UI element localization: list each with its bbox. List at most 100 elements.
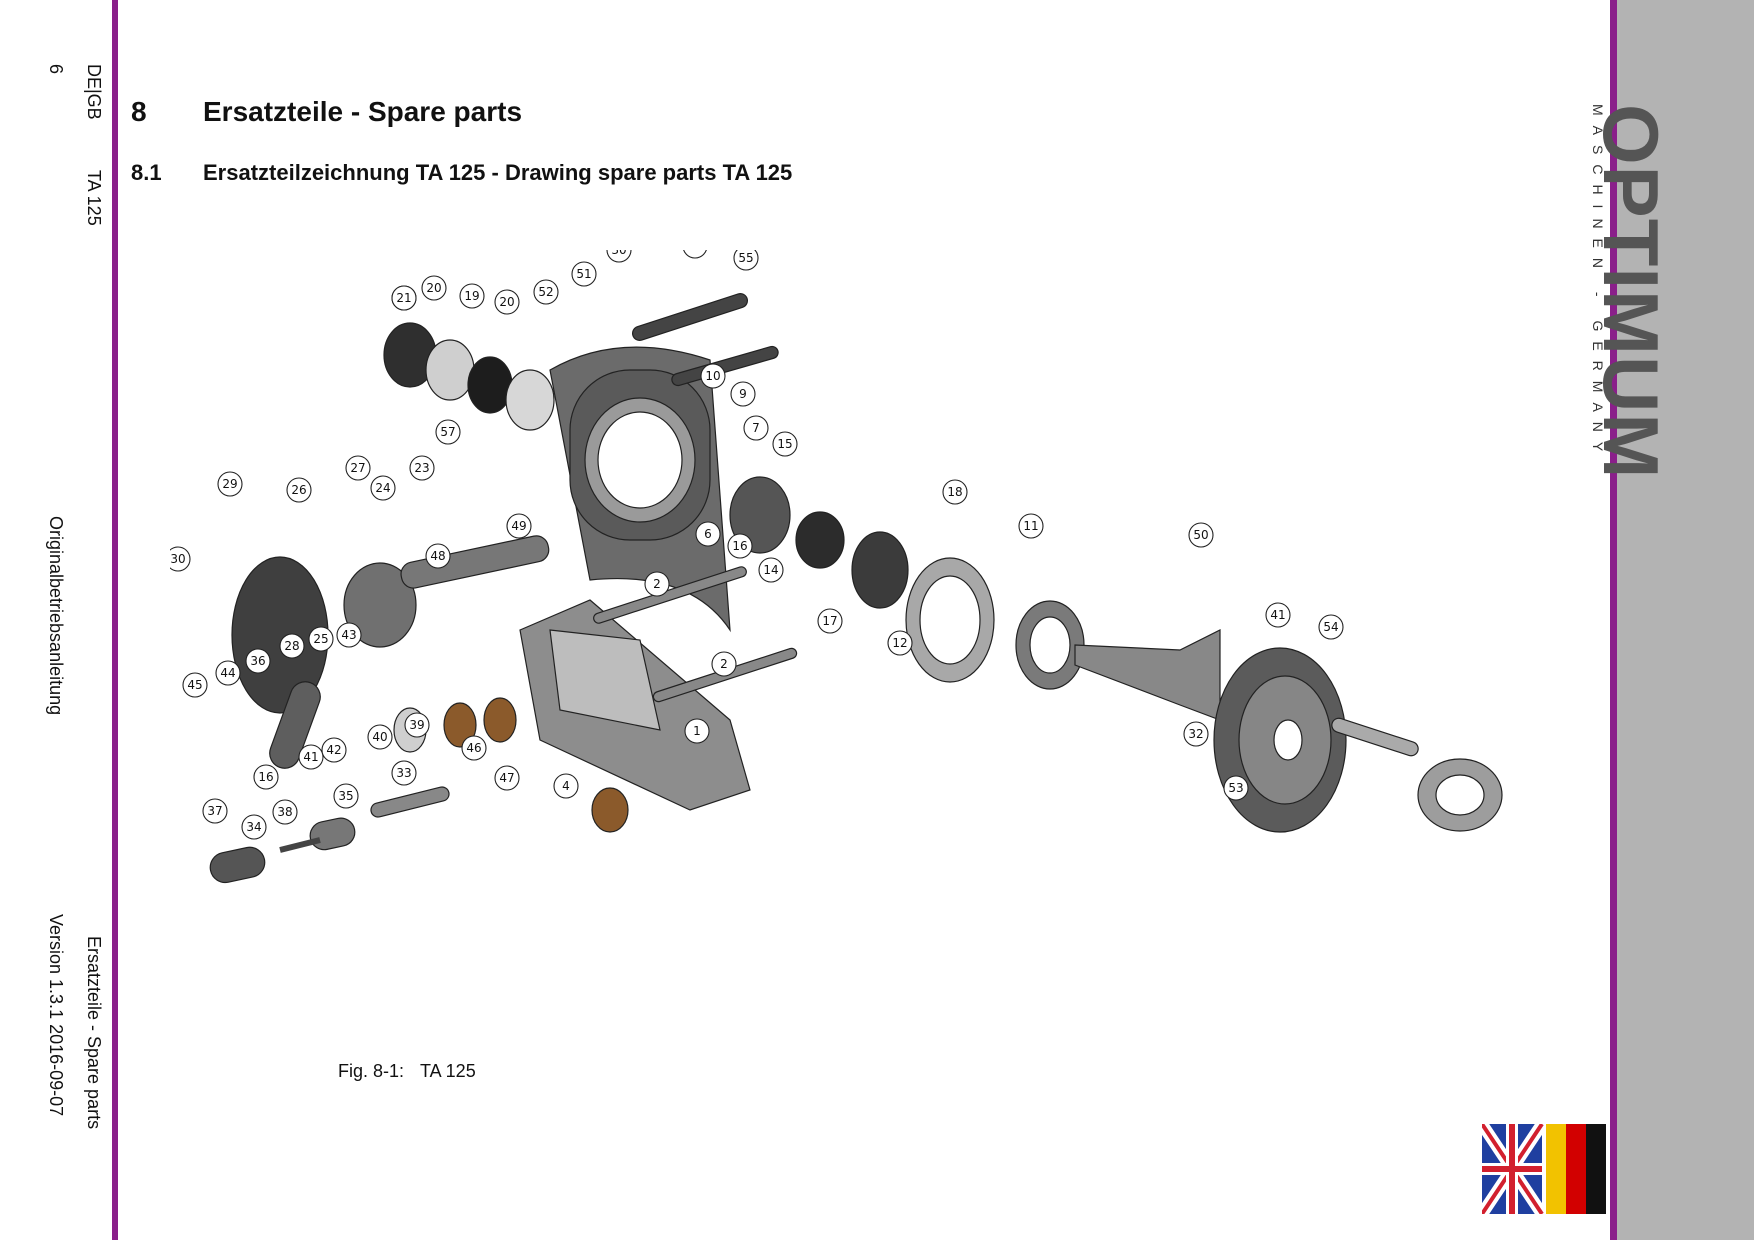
callout-label: 19	[464, 289, 479, 303]
callout-2: 2	[711, 651, 737, 677]
callout-10: 10	[700, 363, 726, 389]
callout-label: 37	[207, 804, 222, 818]
callout-39: 39	[404, 712, 430, 738]
callout-34: 34	[241, 814, 267, 840]
callout-50: 50	[1188, 522, 1214, 548]
callout-label: 54	[1323, 620, 1338, 634]
callout-38: 38	[272, 799, 298, 825]
callout-9: 9	[730, 381, 756, 407]
callout-label: 27	[350, 461, 365, 475]
callout-label: 41	[1270, 608, 1285, 622]
callout-label: 20	[426, 281, 441, 295]
callout-label: 10	[705, 369, 720, 383]
callout-label: 51	[576, 267, 591, 281]
callout-label: 9	[739, 387, 747, 401]
callout-6: 6	[695, 521, 721, 547]
figure-title: TA 125	[420, 1061, 476, 1081]
callout-label: 45	[187, 678, 202, 692]
callout-37: 37	[202, 798, 228, 824]
callout-41: 41	[1265, 602, 1291, 628]
callout-57: 57	[435, 419, 461, 445]
callout-25: 25	[308, 626, 334, 652]
callout-16: 16	[253, 764, 279, 790]
germany-flag-icon	[1546, 1124, 1606, 1214]
section-title-number: 8.1	[131, 160, 162, 185]
callout-40: 40	[367, 724, 393, 750]
callout-53: 53	[1223, 775, 1249, 801]
callout-label: 55	[738, 251, 753, 265]
section-name: Ersatzteile - Spare parts	[84, 936, 104, 1130]
callout-33: 33	[391, 760, 417, 786]
callout-32: 32	[1183, 721, 1209, 747]
callout-label: 29	[222, 477, 237, 491]
callout-label: 2	[720, 657, 728, 671]
callout-8: 8	[683, 250, 707, 259]
callout-4: 4	[553, 773, 579, 799]
callout-21: 21	[391, 285, 417, 311]
figure-label: Fig. 8-1:	[338, 1061, 405, 1081]
section-title-text: Ersatzteilzeichnung TA 125 - Drawing spa…	[203, 160, 793, 185]
callout-label: 46	[466, 741, 481, 755]
callout-48: 48	[425, 543, 451, 569]
callout-43: 43	[336, 622, 362, 648]
callout-label: 17	[822, 614, 837, 628]
brand-tagline: MASCHINEN - GERMANY	[1590, 104, 1606, 462]
callout-label: 18	[947, 485, 962, 499]
callout-45: 45	[182, 672, 208, 698]
callout-52: 52	[533, 279, 559, 305]
uk-flag-icon	[1482, 1124, 1547, 1214]
callout-label: 8	[691, 250, 699, 253]
callout-41: 41	[298, 744, 324, 770]
right-accent-rule	[1610, 0, 1617, 1240]
section-title: 8.1 Ersatzteilzeichnung TA 125 - Drawing …	[131, 160, 792, 186]
callout-label: 23	[414, 461, 429, 475]
callout-20: 20	[421, 275, 447, 301]
callout-44: 44	[215, 660, 241, 686]
page-title: 8 Ersatzteile - Spare parts	[131, 96, 522, 128]
callout-14: 14	[758, 557, 784, 583]
callout-label: 41	[303, 750, 318, 764]
callout-16: 16	[727, 533, 753, 559]
callout-label: 50	[1193, 528, 1208, 542]
callout-label: 30	[611, 250, 626, 257]
callout-label: 7	[752, 421, 760, 435]
brand-panel	[1616, 0, 1754, 1240]
callout-label: 16	[732, 539, 747, 553]
callout-24: 24	[370, 475, 396, 501]
page-title-text: Ersatzteile - Spare parts	[203, 96, 523, 127]
callout-55: 55	[733, 250, 759, 271]
callout-36: 36	[245, 648, 271, 674]
callout-12: 12	[887, 630, 913, 656]
callout-label: 49	[511, 519, 526, 533]
callout-label: 57	[440, 425, 455, 439]
callout-47: 47	[494, 765, 520, 791]
callout-label: 44	[220, 666, 235, 680]
callout-label: 21	[396, 291, 411, 305]
page-number: 6	[46, 64, 66, 75]
doc-type: Originalbetriebsanleitung	[46, 516, 66, 716]
callout-30: 30	[606, 250, 632, 263]
callout-2: 2	[644, 571, 670, 597]
callout-label: 30	[170, 552, 185, 566]
language-marker: DE|GB	[84, 64, 104, 120]
callout-15: 15	[772, 431, 798, 457]
version-date: Version 1.3.1 2016-09-07	[46, 914, 66, 1117]
callout-label: 4	[562, 779, 570, 793]
language-flags	[1482, 1124, 1606, 1214]
callout-17: 17	[817, 608, 843, 634]
callout-label: 1	[693, 724, 701, 738]
callout-label: 25	[313, 632, 328, 646]
callout-label: 34	[246, 820, 261, 834]
figure-caption: Fig. 8-1: TA 125	[338, 1061, 476, 1082]
callout-label: 47	[499, 771, 514, 785]
page-title-number: 8	[131, 96, 147, 127]
callout-54: 54	[1318, 614, 1344, 640]
callout-label: 39	[409, 718, 424, 732]
callout-28: 28	[279, 633, 305, 659]
callout-7: 7	[743, 415, 769, 441]
callout-label: 33	[396, 766, 411, 780]
callout-20: 20	[494, 289, 520, 315]
callout-11: 11	[1018, 513, 1044, 539]
callout-label: 28	[284, 639, 299, 653]
callout-label: 53	[1228, 781, 1243, 795]
